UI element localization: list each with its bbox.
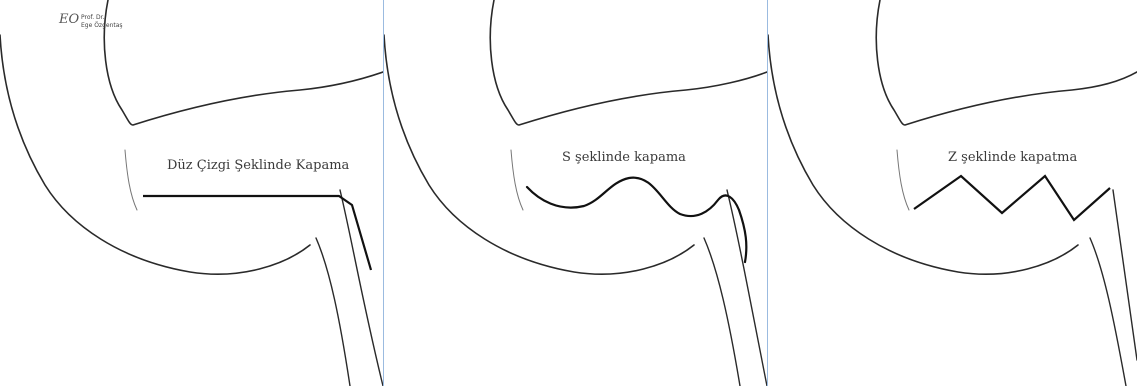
logo-name: Prof. Dr. Ege Özgentaş — [81, 14, 123, 30]
caption-straight-line: Düz Çizgi Şeklinde Kapama — [167, 158, 349, 173]
panel-z-shape: Z şeklinde kapatma — [768, 0, 1137, 386]
incision-line-z — [914, 176, 1110, 220]
logo-mark: EO — [59, 12, 79, 27]
panel-straight-line: EO Prof. Dr. Ege Özgentaş Düz Çizgi Şekl… — [0, 0, 383, 386]
arm-sketch — [768, 0, 1137, 386]
arm-sketch — [384, 0, 767, 386]
caption-z-shape: Z şeklinde kapatma — [948, 150, 1077, 165]
arm-sketch — [0, 0, 383, 386]
caption-s-shape: S şeklinde kapama — [562, 150, 686, 165]
panel-s-shape: S şeklinde kapama — [384, 0, 767, 386]
incision-line-straight — [143, 196, 371, 270]
author-logo: EO Prof. Dr. Ege Özgentaş — [55, 10, 145, 44]
logo-author: Ege Özgentaş — [81, 22, 123, 30]
incision-line-s — [527, 178, 746, 262]
logo-title: Prof. Dr. — [81, 14, 123, 22]
